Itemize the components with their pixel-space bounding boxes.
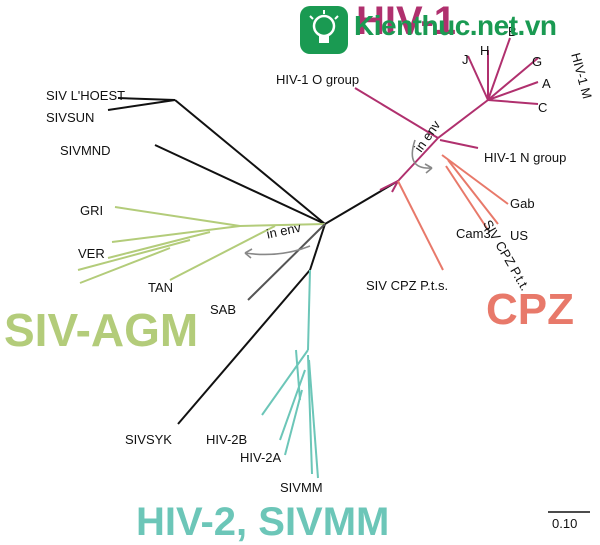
- branch-agm-stem: [239, 223, 326, 227]
- leaf-hiv1-o: HIV-1 O group: [276, 72, 359, 87]
- in-env-left-annotation: in env: [244, 220, 311, 259]
- branch-hiv2b: [261, 349, 309, 416]
- group-label-hiv2-sivmm: HIV-2, SIVMM: [136, 500, 389, 544]
- scale-bar-label: 0.10: [552, 516, 577, 531]
- branch-lhoest-group: [174, 99, 326, 225]
- leaf-cam3: Cam3: [456, 226, 491, 241]
- branch-cam3: [445, 165, 489, 231]
- agm-branches: [77, 206, 326, 284]
- in-env-left-arrowhead: [244, 248, 253, 259]
- branch-gab: [441, 154, 509, 205]
- branch-a: [487, 81, 539, 101]
- branch-hiv2-stem: [307, 269, 311, 351]
- leaf-us: US: [510, 228, 528, 243]
- branch-sivsyk: [177, 269, 311, 425]
- branch-sab: [247, 223, 326, 301]
- leaf-sivmm: SIVMM: [280, 480, 323, 495]
- leaf-hiv1-n: HIV-1 N group: [484, 150, 566, 165]
- branch-hiv2a-2: [284, 389, 303, 456]
- branch-hiv2a-1: [279, 369, 306, 441]
- leaf-subtype-c: C: [538, 100, 547, 115]
- leaf-sab: SAB: [210, 302, 236, 317]
- in-env-left-label: in env: [265, 220, 303, 242]
- in-env-left-arrow: [244, 245, 311, 256]
- branch-us: [447, 159, 499, 225]
- branch-sivmm-1: [307, 354, 313, 475]
- branch-lhoest: [117, 97, 176, 101]
- in-env-right-arrow: [411, 139, 433, 169]
- scale-bar: 0.10: [548, 511, 590, 531]
- watermark-logo: Kienthuc.net.vn: [300, 4, 596, 56]
- leaf-tan: TAN: [148, 280, 173, 295]
- leaf-hiv1-m: HIV-1 M: [568, 51, 595, 100]
- leaf-ver: VER: [78, 246, 105, 261]
- leaf-sivsyk: SIVSYK: [125, 432, 172, 447]
- branch-sivmm-2: [308, 359, 319, 479]
- branch-hiv2-mid: [295, 349, 301, 401]
- hiv1-branches: [354, 37, 539, 193]
- branch-b: [487, 37, 511, 101]
- branch-c: [487, 99, 539, 105]
- in-env-right-arrowhead: [424, 163, 433, 174]
- leaf-hiv2a: HIV-2A: [240, 450, 282, 465]
- group-label-siv-agm: SIV-AGM: [4, 304, 198, 356]
- group-label-hiv1: HIV-1: [356, 0, 456, 43]
- cpz-branches: [397, 154, 509, 271]
- branch-ver-1: [111, 225, 241, 243]
- leaf-subtype-h: H: [480, 43, 489, 58]
- leaf-siv-lhoest: SIV L'HOEST: [46, 88, 125, 103]
- black-branches: [107, 97, 399, 425]
- leaf-subtype-b: B: [508, 24, 517, 39]
- branch-hiv1-o: [354, 87, 439, 139]
- leaf-sivsun: SIVSUN: [46, 110, 94, 125]
- group-label-cpz: CPZ: [486, 285, 574, 334]
- watermark-text: Kienthuc.net.vn: [354, 10, 557, 41]
- leaf-hiv2b: HIV-2B: [206, 432, 247, 447]
- bulb-icon: [300, 6, 348, 54]
- leaf-subtype-g: G: [532, 54, 542, 69]
- branch-hiv1-stem: [397, 137, 439, 182]
- branch-cpz-link: [379, 180, 399, 191]
- leaf-subtype-j: J: [462, 52, 469, 67]
- branch-sivmnd: [154, 144, 326, 225]
- leaf-siv-cpz-pts: SIV CPZ P.t.s.: [366, 278, 448, 293]
- leaf-sivmnd: SIVMND: [60, 143, 111, 158]
- leaf-subtype-a: A: [542, 76, 551, 91]
- leaf-gri: GRI: [80, 203, 103, 218]
- branch-j: [467, 55, 489, 101]
- branch-tan: [169, 225, 276, 281]
- branch-ver-4: [79, 247, 171, 284]
- branch-cpz-link-2: [391, 180, 399, 193]
- branch-g: [487, 57, 539, 101]
- branch-gri: [114, 206, 241, 227]
- branch-hiv1-m-stem: [437, 99, 489, 139]
- branch-hiv1-n: [439, 139, 479, 149]
- leaf-gab: Gab: [510, 196, 535, 211]
- branch-ver-3: [77, 239, 191, 271]
- branch-sivsun: [107, 99, 176, 111]
- branch-ver-2: [107, 231, 211, 259]
- branch-center-down: [309, 223, 326, 271]
- hiv2-branches: [261, 269, 319, 479]
- branch-siv-cpz-pts: [397, 180, 444, 271]
